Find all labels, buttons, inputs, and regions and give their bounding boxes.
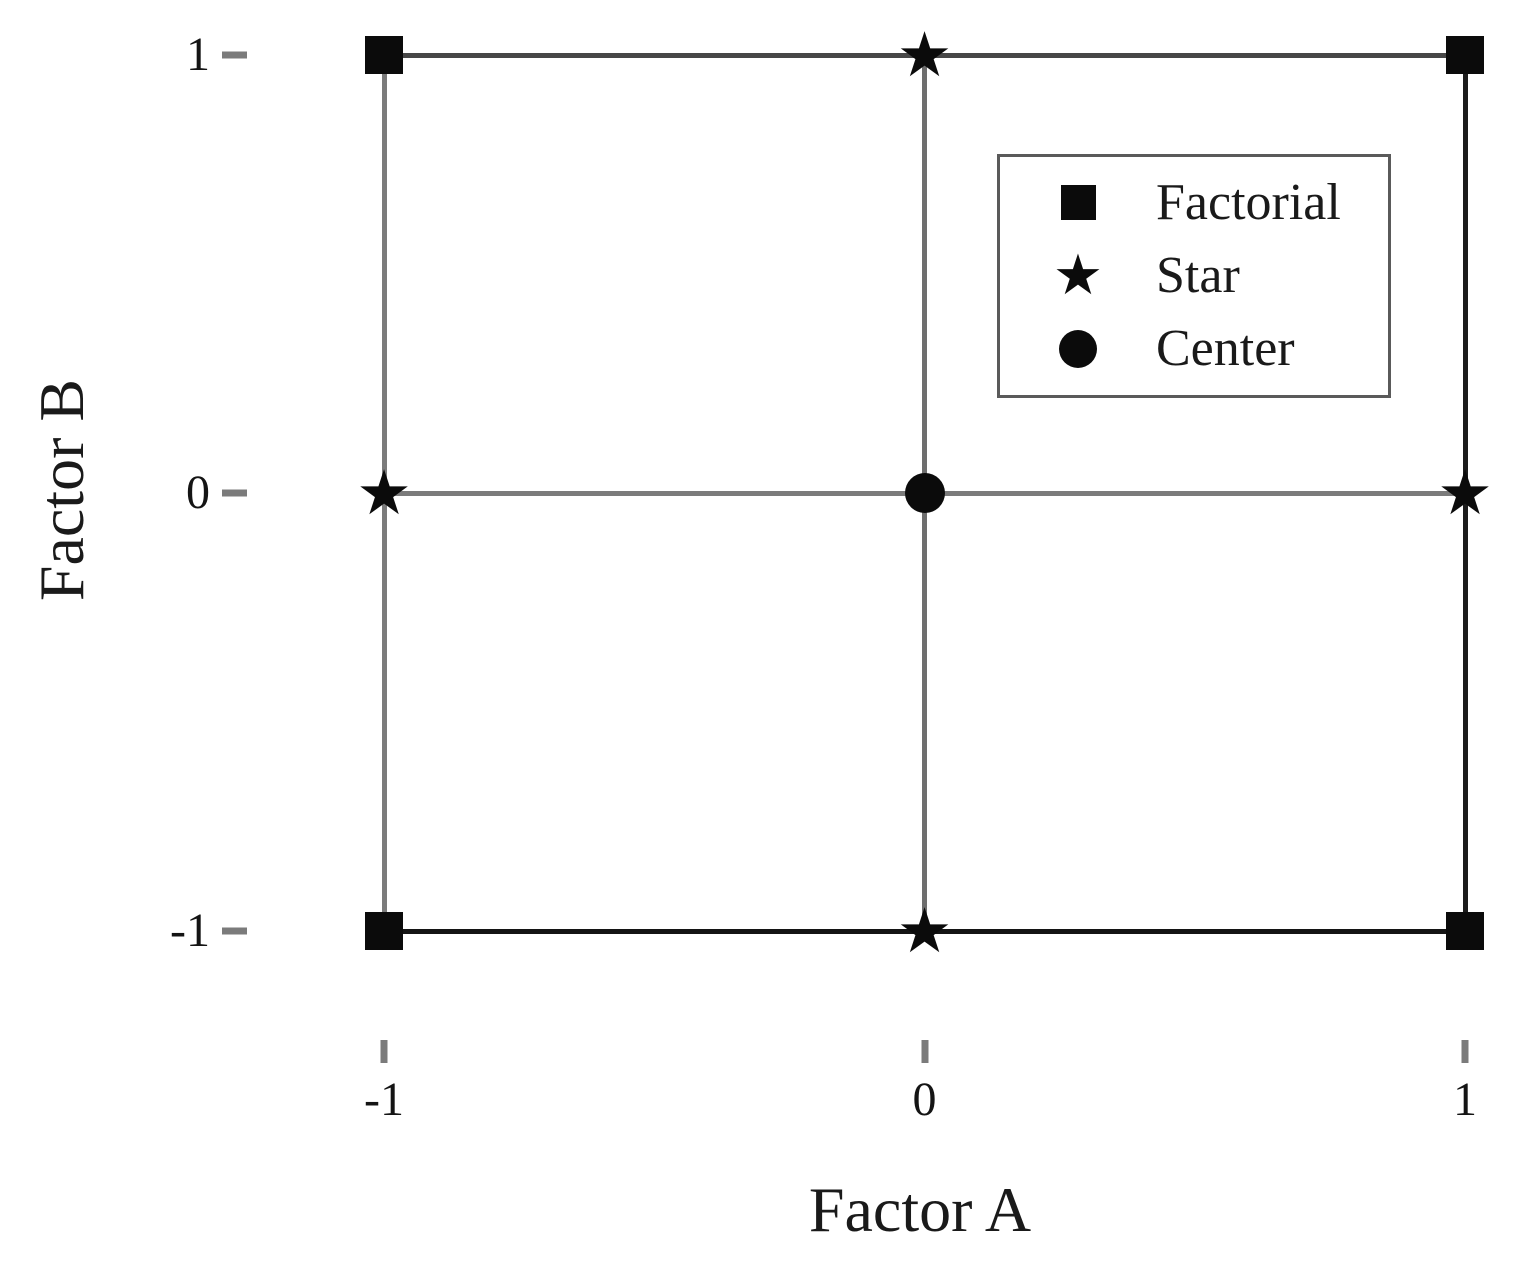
legend-label: Center — [1156, 320, 1295, 378]
legend-item-factorial: Factorial — [1000, 173, 1388, 231]
square-marker-icon — [1060, 185, 1096, 221]
factorial-point-marker-icon — [1446, 912, 1484, 950]
y-axis-tick-label: -1 — [170, 904, 210, 957]
grid-line-horizontal — [384, 928, 1465, 934]
legend-item-star: ★ Star — [1000, 242, 1388, 308]
factorial-point-marker-icon — [1446, 36, 1484, 74]
center-point-marker-icon — [904, 473, 945, 513]
y-axis-tick — [222, 51, 247, 59]
factorial-point-marker-icon — [365, 912, 403, 950]
legend-label: Star — [1156, 246, 1240, 304]
star-point-marker-icon: ★ — [896, 894, 953, 967]
y-axis-tick — [222, 489, 247, 497]
x-axis-tick-label: 0 — [912, 1073, 937, 1126]
x-axis-tick-label: -1 — [364, 1073, 404, 1126]
legend-marker-cell — [1000, 185, 1156, 221]
factorial-point-marker-icon — [365, 36, 403, 74]
y-axis-tick — [222, 927, 247, 935]
y-axis-tick-label: 0 — [186, 466, 210, 519]
x-axis-tick — [921, 1040, 928, 1063]
legend-marker-cell: ★ — [1000, 242, 1156, 308]
star-point-marker-icon: ★ — [1437, 456, 1493, 529]
star-marker-icon: ★ — [1052, 242, 1104, 308]
star-point-marker-icon: ★ — [356, 456, 412, 529]
star-point-marker-icon: ★ — [896, 18, 953, 91]
y-axis-title: Factor B — [26, 378, 97, 602]
x-axis-tick — [380, 1040, 388, 1063]
legend-item-center: Center — [1000, 323, 1388, 375]
x-axis-tick — [1461, 1040, 1469, 1063]
legend-label: Factorial — [1156, 173, 1341, 231]
x-axis-title: Factor A — [808, 1174, 1032, 1245]
circle-marker-icon — [1059, 330, 1097, 369]
grid-line-vertical — [1462, 55, 1468, 931]
grid-line-horizontal — [384, 52, 1465, 58]
y-axis-tick-label: 1 — [186, 28, 210, 81]
legend-marker-cell — [1000, 330, 1156, 369]
x-axis-tick-label: 1 — [1453, 1073, 1477, 1126]
